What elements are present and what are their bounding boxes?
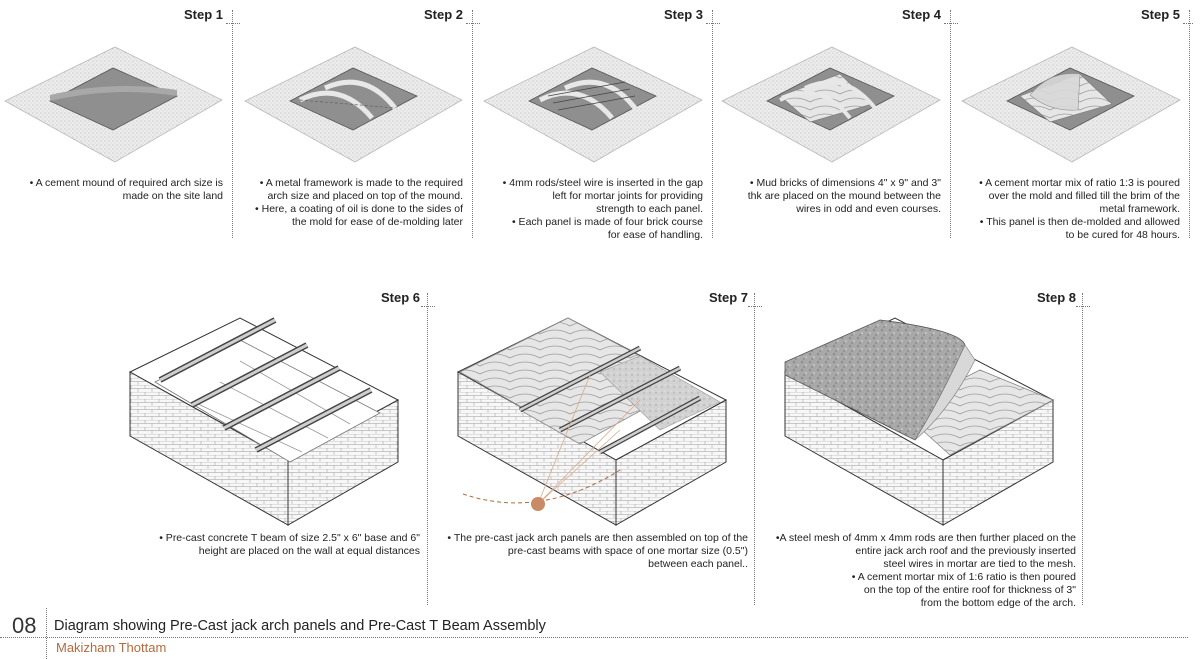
step-8-line-4: • A cement mortar mix of 1:6 ratio is th… — [851, 571, 1076, 583]
step-4-divider — [950, 10, 951, 238]
step-7-tick — [748, 306, 762, 307]
step-7-illustration — [456, 317, 728, 526]
step-5-tick — [1183, 23, 1193, 24]
step-3-tick — [706, 23, 720, 24]
step-6-line-2: height are placed on the wall at equal d… — [198, 545, 420, 557]
step-2-title: Step 2 — [423, 7, 463, 22]
step-1-illustration — [4, 46, 223, 163]
step-5-description: • A cement mortar mix of ratio 1:3 is po… — [960, 177, 1180, 242]
step-3-title: Step 3 — [663, 7, 703, 22]
step-3-line-2: left for mortar joints for providing — [552, 190, 703, 202]
step-3-description: • 4mm rods/steel wire is inserted in the… — [483, 177, 703, 242]
step-8-line-6: from the bottom edge of the arch. — [920, 597, 1076, 609]
step-1-title: Step 1 — [183, 7, 223, 22]
step-5-illustration — [961, 46, 1181, 163]
step-4-line-3: wires in odd and even courses. — [796, 203, 941, 215]
step-3-line-1: • 4mm rods/steel wire is inserted in the… — [502, 177, 703, 189]
step-7-line-3: between each panel.. — [648, 558, 748, 570]
step-4-illustration — [721, 46, 941, 163]
step-8-line-5: on the top of the entire roof for thickn… — [863, 584, 1076, 596]
step-3-divider — [712, 10, 713, 238]
step-3-line-3: strength to each panel. — [596, 203, 703, 215]
step-6-tick — [421, 306, 435, 307]
step-5-line-3: metal framework. — [1099, 203, 1180, 215]
step-6-title: Step 6 — [380, 290, 420, 305]
step-2-line-3: • Here, a coating of oil is done to the … — [255, 203, 463, 215]
step-6-divider — [427, 293, 428, 605]
step-3-illustration — [483, 46, 703, 163]
step-7-title: Step 7 — [708, 290, 748, 305]
step-2-line-1: • A metal framework is made to the requi… — [259, 177, 463, 189]
step-8-divider — [1082, 293, 1083, 605]
step-7-description: • The pre-cast jack arch panels are then… — [428, 532, 748, 571]
author-name: Makizham Thottam — [56, 640, 167, 655]
step-8-line-1: •A steel mesh of 4mm x 4mm rods are then… — [775, 532, 1076, 544]
step-8-title: Step 8 — [1036, 290, 1076, 305]
step-1-line-1: • A cement mound of required arch size i… — [29, 177, 223, 189]
step-2-illustration — [244, 46, 463, 163]
step-8-description: •A steel mesh of 4mm x 4mm rods are then… — [756, 532, 1076, 610]
step-6-line-1: • Pre-cast concrete T beam of size 2.5" … — [159, 532, 420, 544]
figure-number: 08 — [12, 613, 37, 638]
step-5-divider — [1189, 10, 1190, 238]
step-5-line-2: over the mold and filled till the brim o… — [988, 190, 1180, 202]
figure-caption: Diagram showing Pre-Cast jack arch panel… — [54, 618, 546, 634]
step-8-line-2: entire jack arch roof and the previously… — [855, 545, 1076, 557]
step-1-line-2: made on the site land — [122, 190, 223, 202]
step-5-line-4: • This panel is then de-molded and allow… — [979, 216, 1180, 228]
step-2-line-2: arch size and placed on top of the mound… — [267, 190, 463, 202]
step-1-description: • A cement mound of required arch size i… — [23, 177, 223, 203]
step-4-description: • Mud bricks of dimensions 4" x 9" and 3… — [721, 177, 941, 216]
step-2-tick — [466, 23, 480, 24]
step-4-tick — [944, 23, 958, 24]
step-8-tick — [1076, 306, 1090, 307]
step-1-divider — [232, 10, 233, 238]
footer-divider-vertical — [46, 608, 47, 659]
step-6-description: • Pre-cast concrete T beam of size 2.5" … — [120, 532, 420, 558]
step-8-line-3: steel wires in mortar are tied to the me… — [883, 558, 1076, 570]
step-6-illustration — [128, 317, 400, 526]
step-5-line-1: • A cement mortar mix of ratio 1:3 is po… — [979, 177, 1180, 189]
step-3-line-5: for ease of handling. — [607, 229, 703, 241]
step-3-line-4: • Each panel is made of four brick cours… — [511, 216, 703, 228]
step-4-line-2: thk are placed on the mound between the — [747, 190, 941, 202]
step-5-title: Step 5 — [1140, 7, 1180, 22]
footer-divider-horizontal — [0, 637, 1188, 638]
step-2-divider — [472, 10, 473, 238]
step-8-illustration — [783, 317, 1055, 526]
step-4-title: Step 4 — [901, 7, 941, 22]
step-4-line-1: • Mud bricks of dimensions 4" x 9" and 3… — [749, 177, 941, 189]
step-2-description: • A metal framework is made to the requi… — [243, 177, 463, 229]
step-7-divider — [754, 293, 755, 605]
step-5-line-5: to be cured for 48 hours. — [1065, 229, 1180, 241]
step-7-line-1: • The pre-cast jack arch panels are then… — [447, 532, 748, 544]
step-1-tick — [226, 23, 240, 24]
step-7-line-2: pre-cast beams with space of one mortar … — [507, 545, 748, 557]
step-2-line-4: the mold for ease of de-molding later — [291, 216, 463, 228]
